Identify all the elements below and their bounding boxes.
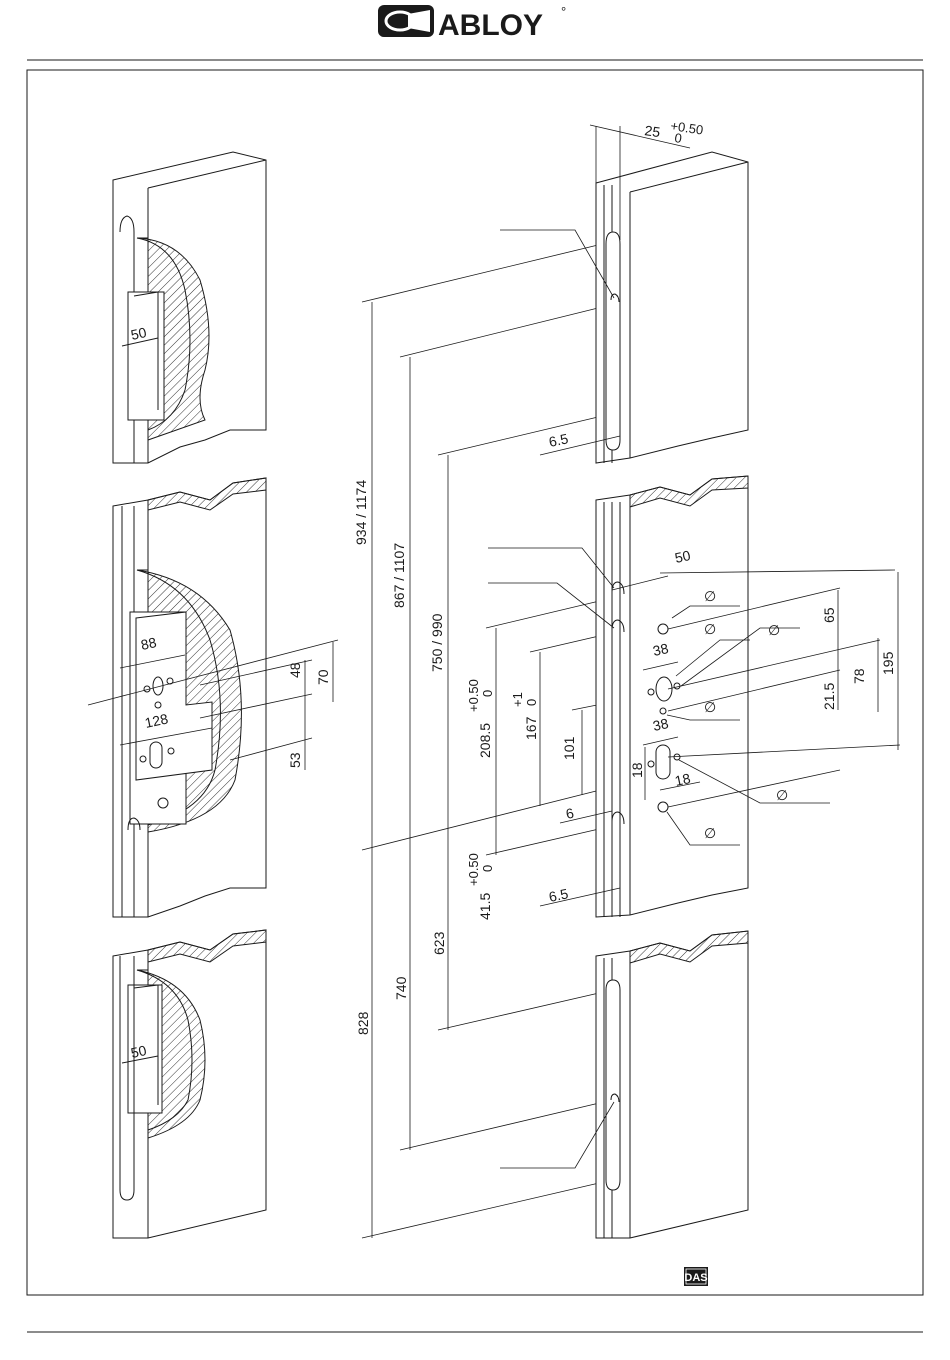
right-middle-door-section [596,476,748,917]
dim-208-5-tol-plus: +0.50 [466,679,481,712]
left-dim-48: 48 [287,662,303,678]
left-dim-53: 53 [287,752,303,768]
right-dim-25-tol-zero: 0 [674,130,683,146]
right-dim-25: 25 [644,122,662,140]
dim-101: 101 [561,736,577,760]
das-badge: DAS [684,1267,708,1286]
brand-registered-mark: ° [561,4,566,19]
diameter-callout-4: ∅ [704,699,716,715]
das-badge-label: DAS [684,1272,707,1284]
diameter-callout-6: ∅ [704,825,716,841]
diameter-callout-3: ∅ [768,622,780,638]
dim-167-tol-plus: +1 [510,692,525,707]
brand-name: ABLOY [438,9,543,42]
dim-934-1174: 934 / 1174 [353,480,369,545]
dim-167: 167 [523,716,539,740]
left-bottom-door-section [113,930,266,1238]
dim-828: 828 [355,1011,371,1035]
dim-41-5-tol-zero: 0 [480,865,495,872]
dim-208-5: 208.5 [477,723,493,758]
diameter-callout-5: ∅ [776,787,788,803]
dim-41-5-tol-plus: +0.50 [466,853,481,886]
diameter-callout-1: ∅ [704,588,716,604]
left-dim-70: 70 [315,669,331,685]
left-top-door-section [113,152,266,463]
dim-167-tol-zero: 0 [524,699,539,706]
right-bottom-door-section [596,931,748,1238]
right-dim-65: 65 [821,607,837,623]
right-top-door-section [596,152,748,463]
right-dim-18-a: 18 [629,762,645,778]
right-dim-21-5: 21.5 [821,683,837,710]
right-dim-6: 6 [564,805,575,822]
dim-867-1107: 867 / 1107 [391,543,407,608]
diameter-callout-2: ∅ [704,621,716,637]
right-dim-6-5-top: 6.5 [547,430,570,450]
right-dim-195: 195 [880,651,896,675]
right-dim-78: 78 [851,668,867,684]
dim-208-5-tol-zero: 0 [480,690,495,697]
dim-740: 740 [393,976,409,1000]
abloy-logo: ABLOY ° [378,4,566,42]
dim-750-990: 750 / 990 [429,613,445,672]
right-dim-6-5-bottom: 6.5 [547,885,570,905]
dim-623: 623 [431,931,447,955]
left-middle-door-section [113,478,266,917]
dim-41-5: 41.5 [477,893,493,920]
